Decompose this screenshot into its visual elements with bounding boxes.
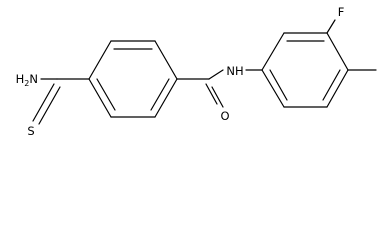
- ring1-inner-bond-2: [150, 78, 170, 111]
- bond-c-o-b: [211, 86, 224, 108]
- structure-diagram: H2N S O NH F: [16, 5, 377, 138]
- ring2-bond-1: [261, 32, 285, 71]
- ring1-bond-3: [154, 40, 178, 80]
- atom-labels: H2N S O NH F: [16, 5, 345, 138]
- amide-nh-label: NH: [226, 64, 243, 78]
- molecule-drawing: H2N S O NH F: [16, 5, 377, 138]
- ring2-inner-bond-2: [322, 69, 341, 101]
- ring2-bond-4: [326, 69, 349, 108]
- ring1-inner-bond-3: [96, 78, 116, 111]
- thione-sulfur-label: S: [27, 124, 34, 138]
- carbonyl-oxygen-label: O: [220, 109, 229, 123]
- amine-label: H2N: [16, 72, 38, 88]
- thioamide-group: [32, 78, 90, 125]
- amide-group: [176, 69, 263, 108]
- ring1-bond-6: [88, 78, 112, 118]
- amine-h-label: H: [16, 72, 25, 86]
- bond-c-o-a: [205, 83, 218, 105]
- bond-c-s-b: [38, 86, 61, 125]
- ring2-bond-3: [326, 32, 349, 71]
- amide-n-label: N: [226, 64, 235, 78]
- amine-subscript: 2: [24, 79, 29, 88]
- benzene-ring-1: [88, 40, 178, 118]
- ring2-bond-6: [261, 69, 285, 108]
- benzene-ring-2: [261, 19, 377, 108]
- ring2-inner-bond-3: [269, 69, 288, 101]
- fluorine-label: F: [338, 5, 345, 19]
- amine-n-label: N: [29, 72, 38, 86]
- bond-c-n: [208, 69, 224, 80]
- bond-c-s-a: [32, 83, 55, 122]
- ring1-bond-4: [154, 78, 178, 118]
- ring1-bond-1: [88, 40, 112, 80]
- bond-c-f: [326, 19, 336, 34]
- amide-h-label: H: [235, 64, 244, 78]
